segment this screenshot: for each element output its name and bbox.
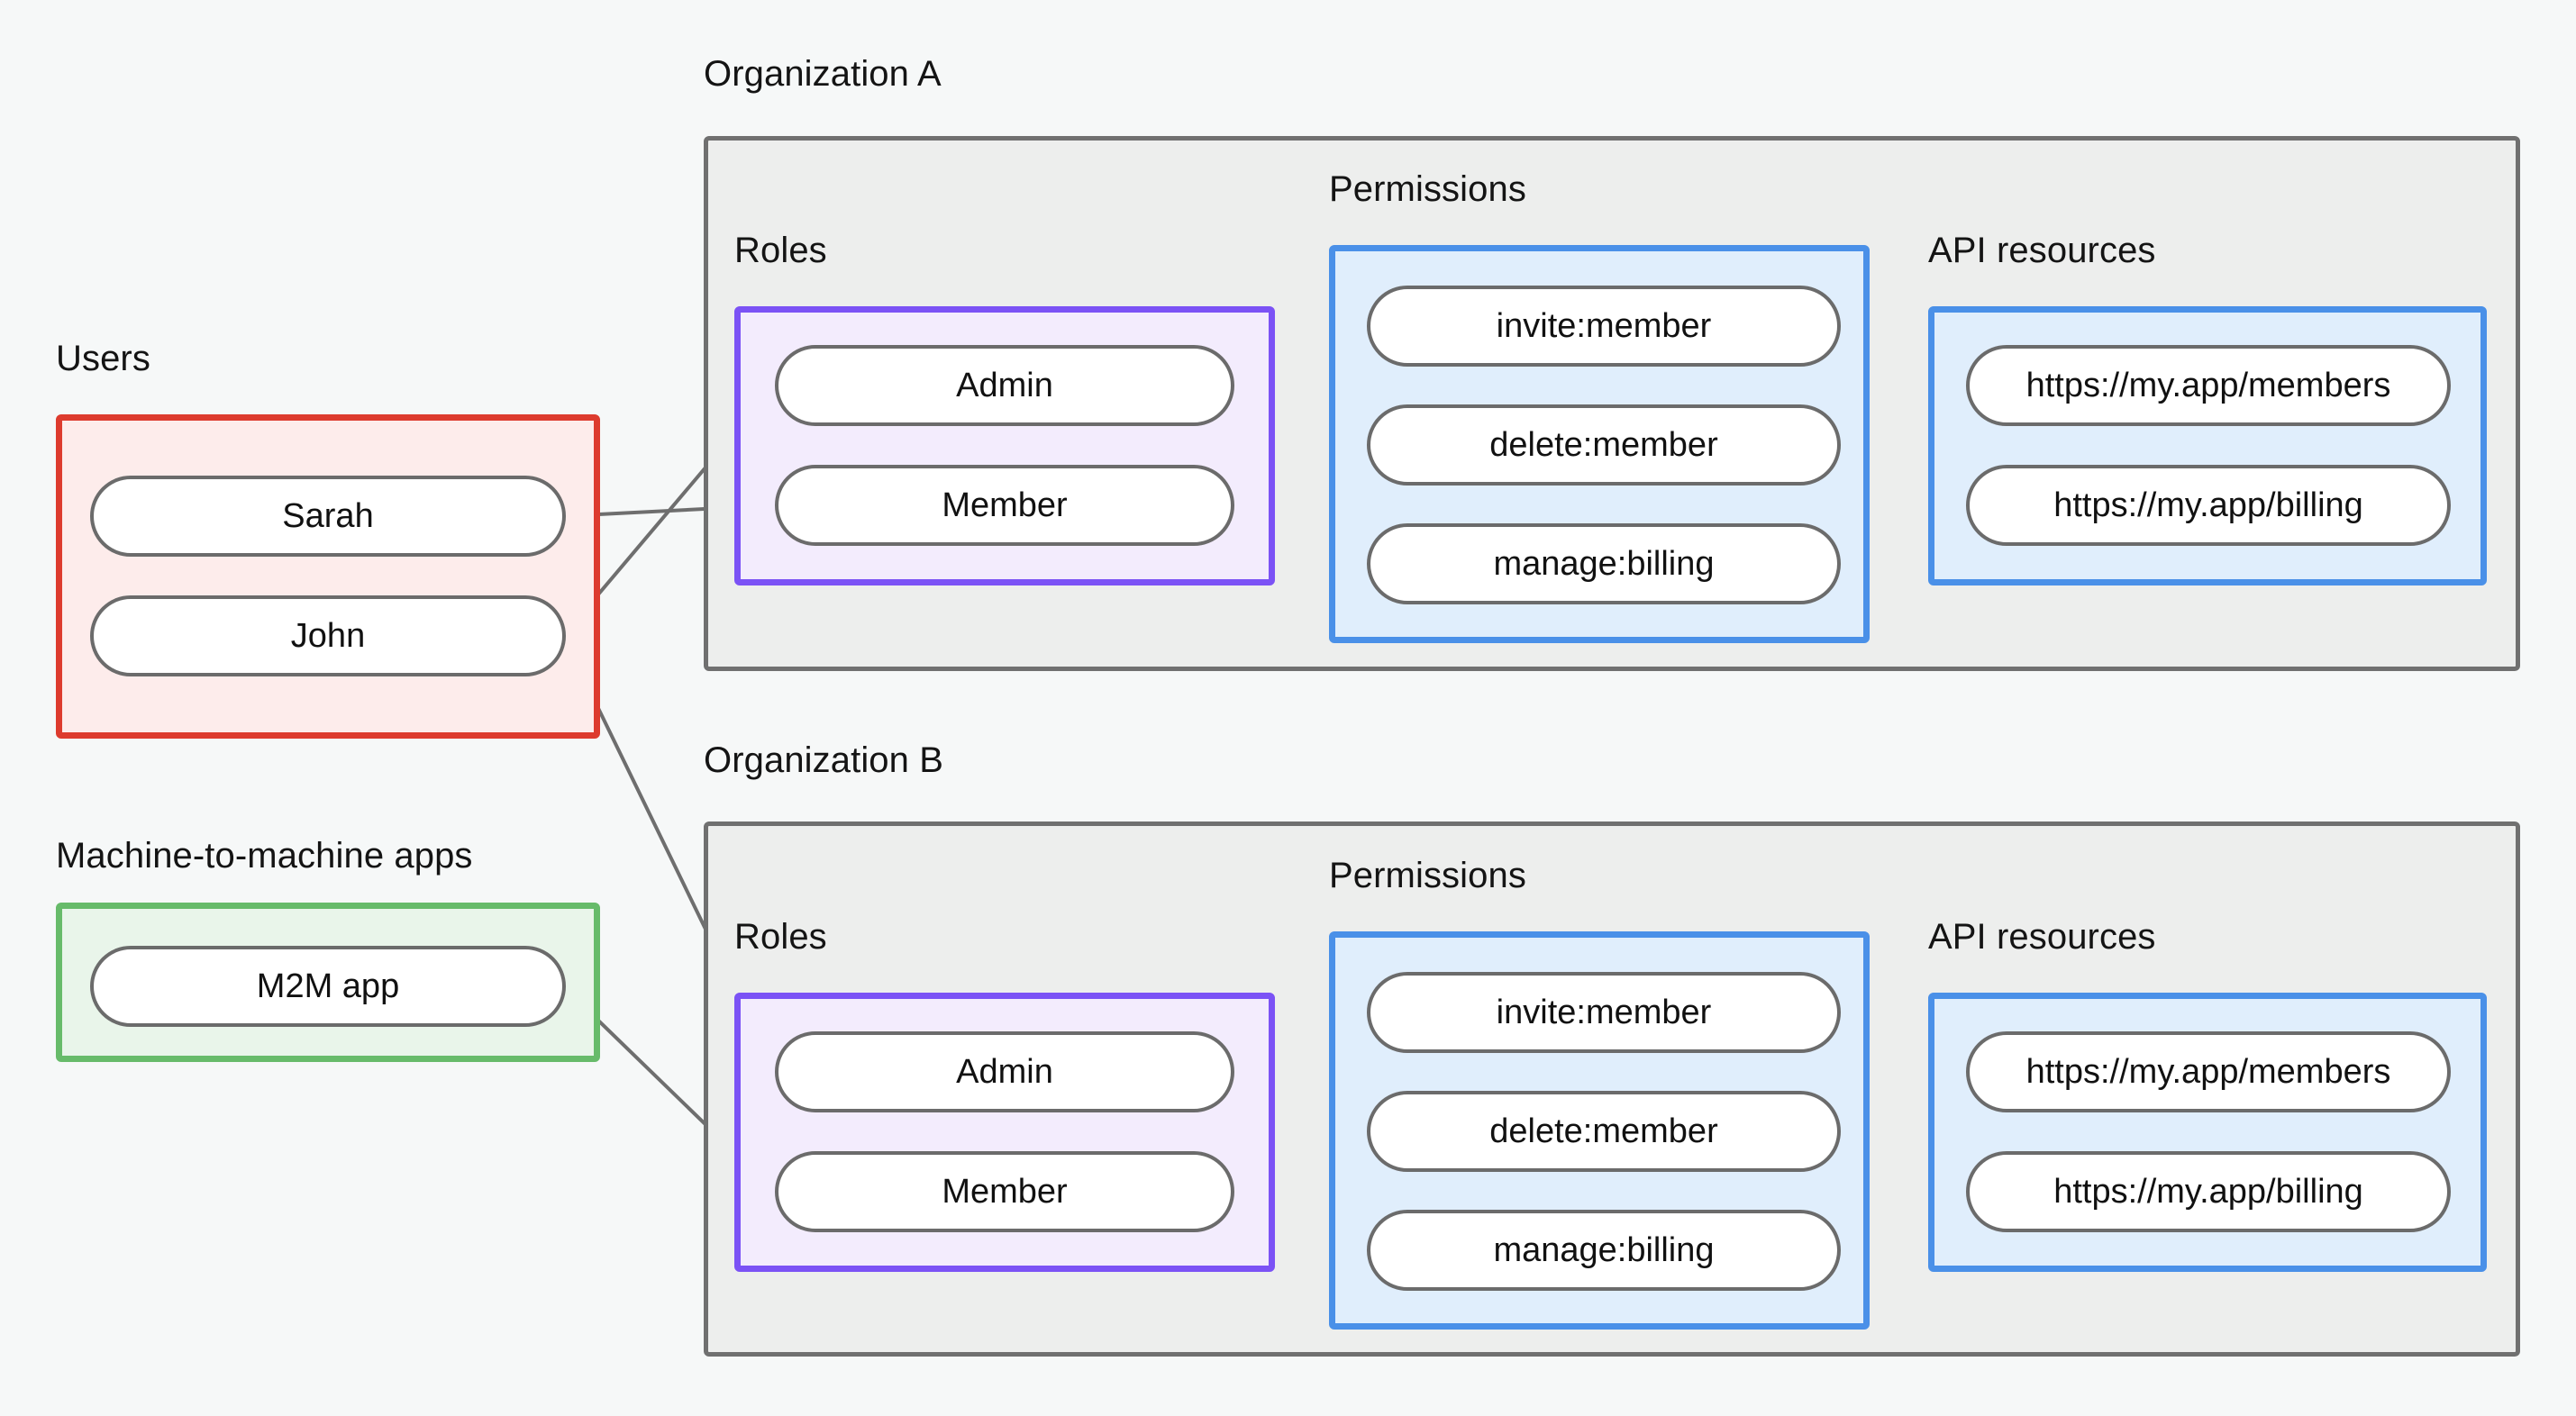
organization-b-permission-manage-billing[interactable]: manage:billing [1367,1210,1841,1291]
organization-b-api-resource-billing[interactable]: https://my.app/billing [1966,1151,2451,1232]
organization-a-permission-manage-billing[interactable]: manage:billing [1367,523,1841,604]
organization-a-api-resource-billing[interactable]: https://my.app/billing [1966,465,2451,546]
organization-a-caption: Organization A [704,54,942,94]
organization-a-roles-caption: Roles [734,231,827,270]
organization-b-permission-delete-member[interactable]: delete:member [1367,1091,1841,1172]
organization-a-permissions-caption: Permissions [1329,169,1526,209]
user-john[interactable]: John [90,595,566,676]
organization-b-roles-caption: Roles [734,917,827,957]
organization-a-role-admin[interactable]: Admin [775,345,1234,426]
organization-b-api-resources-caption: API resources [1928,917,2156,957]
m2m-apps-caption: Machine-to-machine apps [56,836,473,876]
organization-a-api-resources-caption: API resources [1928,231,2156,270]
organization-b-role-admin[interactable]: Admin [775,1031,1234,1112]
organization-b-permissions-caption: Permissions [1329,856,1526,895]
organization-b-api-resource-members[interactable]: https://my.app/members [1966,1031,2451,1112]
organization-a-permission-delete-member[interactable]: delete:member [1367,404,1841,486]
organization-b-permission-invite-member[interactable]: invite:member [1367,972,1841,1053]
organization-a-permission-invite-member[interactable]: invite:member [1367,286,1841,367]
m2m-app-node[interactable]: M2M app [90,946,566,1027]
organization-b-caption: Organization B [704,740,943,780]
organization-a-api-resource-members[interactable]: https://my.app/members [1966,345,2451,426]
organization-b-role-member[interactable]: Member [775,1151,1234,1232]
user-sarah[interactable]: Sarah [90,476,566,557]
users-caption: Users [56,339,150,378]
organization-a-role-member[interactable]: Member [775,465,1234,546]
users-group [56,414,600,739]
